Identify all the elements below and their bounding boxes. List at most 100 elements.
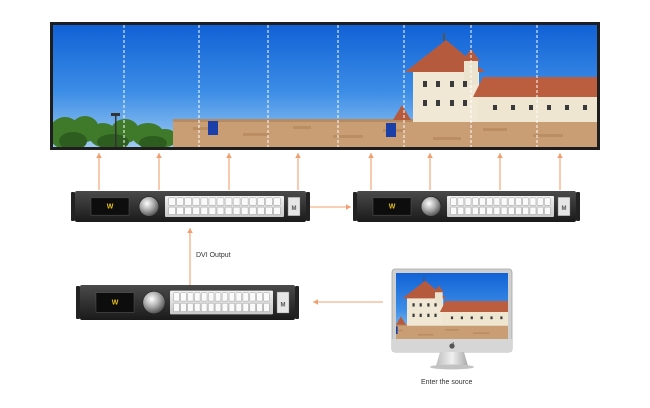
device-button [187, 292, 194, 302]
device-button [232, 197, 241, 206]
device-button [200, 206, 208, 215]
device-badge [557, 196, 571, 216]
device-button [235, 303, 242, 312]
device-button [249, 303, 256, 312]
device-button [180, 303, 187, 312]
device-button [173, 303, 180, 312]
device-button [464, 206, 472, 215]
arrow-head [156, 153, 162, 158]
arrow-head [313, 299, 318, 305]
enter-source-label: Enter the source [421, 379, 473, 386]
device-logo: W [112, 300, 119, 307]
device-button [249, 292, 256, 302]
device-badge [287, 196, 301, 216]
device-badge-logo: M [562, 206, 567, 212]
device-screen [90, 197, 130, 216]
device-button [168, 206, 176, 215]
device-knob [138, 196, 160, 217]
device-button [450, 197, 457, 206]
monitor-stand [436, 352, 468, 366]
device-button [241, 197, 249, 206]
device-button [486, 206, 493, 215]
device-button [472, 197, 479, 206]
device-knob [420, 196, 442, 217]
video-wall [50, 22, 600, 150]
arrow [313, 299, 383, 305]
device-button [242, 292, 249, 302]
arrow [368, 153, 374, 190]
arrow [427, 153, 433, 190]
device-button [450, 206, 457, 215]
device-button [208, 303, 215, 312]
device-button [544, 206, 551, 215]
arrow-head [226, 153, 232, 158]
device-button [522, 197, 529, 206]
device-button [216, 206, 225, 215]
device-button [200, 197, 208, 206]
device-button [242, 303, 249, 312]
device-screen [95, 292, 135, 313]
device-button [201, 292, 208, 302]
rack-ear-right [576, 192, 580, 221]
device-button [216, 197, 225, 206]
device-logo: W [389, 203, 396, 210]
device-button [241, 206, 249, 215]
device-badge [276, 291, 290, 314]
rack-ear-left [76, 286, 80, 319]
device-button [457, 206, 465, 215]
device-button [493, 197, 501, 206]
device-button [201, 303, 208, 312]
device-button [208, 197, 217, 206]
rack-ear-right [295, 286, 299, 319]
apple-logo-icon [449, 342, 455, 349]
device-button [214, 292, 222, 302]
device-button [235, 292, 242, 302]
device-button [486, 197, 493, 206]
device-button [194, 303, 201, 312]
signal-arrows [96, 153, 563, 305]
device-button [221, 292, 229, 302]
device-button [515, 197, 522, 206]
device-button [249, 206, 257, 215]
device-button [224, 206, 233, 215]
rack-ear-left [353, 192, 357, 221]
device-logo: W [107, 203, 114, 210]
arrow [226, 153, 232, 190]
device-button [544, 197, 551, 206]
arrow-head [346, 204, 351, 210]
device-button [529, 206, 537, 215]
arrow [497, 153, 503, 190]
device-button [457, 197, 465, 206]
device-button [500, 197, 508, 206]
device-button [214, 303, 222, 312]
arrow [557, 153, 563, 190]
device-button [273, 197, 281, 206]
device-button [257, 197, 265, 206]
device-knob [142, 290, 166, 314]
arrow-head [427, 153, 433, 158]
arrow-head [187, 228, 193, 233]
device-button [508, 197, 515, 206]
device-button [176, 197, 184, 206]
device-button [263, 303, 270, 312]
device-button [536, 206, 544, 215]
device-button [228, 292, 235, 302]
device-button [180, 292, 187, 302]
device-button [256, 292, 263, 302]
device-button [536, 197, 544, 206]
panel-dividers [123, 25, 538, 147]
device-button [168, 197, 176, 206]
arrow-head [96, 153, 102, 158]
arrow [156, 153, 162, 190]
device-button [173, 292, 180, 302]
device-button [479, 206, 486, 215]
device-button [176, 206, 184, 215]
dvi-output-label: DVI Output [196, 252, 231, 259]
device-button [263, 292, 270, 302]
device-button [515, 206, 522, 215]
device-button [192, 206, 200, 215]
